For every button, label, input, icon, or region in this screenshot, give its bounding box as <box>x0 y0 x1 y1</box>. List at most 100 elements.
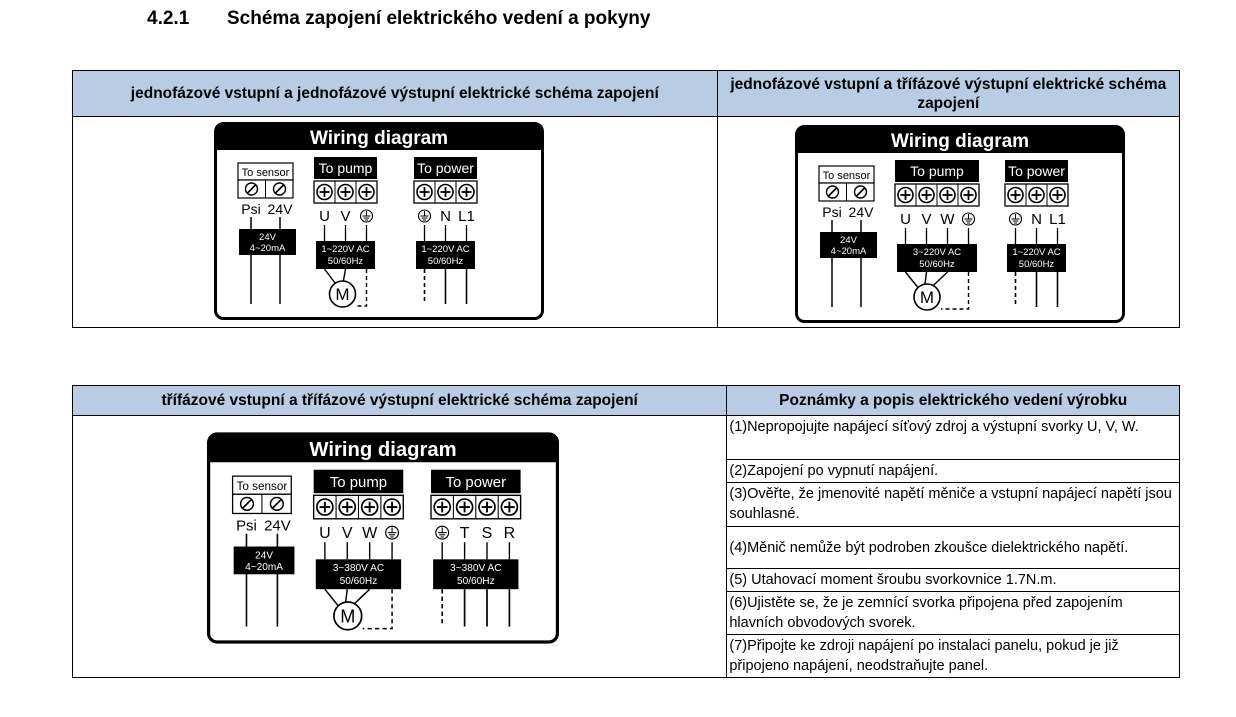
diagram-frame <box>214 122 544 320</box>
pump-label: To pump <box>330 474 387 491</box>
pump-spec-box <box>316 241 375 269</box>
note-5: (5) Utahovací moment šroubu svorkovnice … <box>726 568 1180 592</box>
sensor-spec-box <box>233 546 295 575</box>
terminal-label: W <box>940 211 955 228</box>
terminal-label: N <box>440 208 451 225</box>
terminal-label: L1 <box>458 208 475 225</box>
power-label: To power <box>417 160 474 176</box>
sensor-spec-box <box>239 229 296 255</box>
power-spec-line: 1~220V AC <box>1012 247 1060 258</box>
pump-spec-line: 3~220V AC <box>912 247 960 258</box>
power-label: To power <box>446 474 507 491</box>
power-spec-line: 3~380V AC <box>450 563 502 574</box>
terminal-label: Psi <box>241 201 260 217</box>
motor-icon <box>328 280 357 308</box>
screw-slot <box>246 184 257 194</box>
table1-left-header: jednofázové vstupní a jednofázové výstup… <box>72 70 718 117</box>
power-spec-line: 50/60Hz <box>428 256 464 267</box>
pump-spec-box <box>896 244 977 272</box>
table1-right-header: jednofázové vstupní a třífázové výstupní… <box>716 70 1181 117</box>
power-spec-box <box>433 559 519 590</box>
terminal-label: W <box>362 525 378 542</box>
diagram-title: Wiring diagram <box>309 439 456 461</box>
note-7: (7)Připojte ke zdroji napájení po instal… <box>726 634 1180 678</box>
motor-label: M <box>340 606 355 626</box>
power-label: To power <box>1008 163 1065 179</box>
terminal-label: U <box>319 525 331 542</box>
terminal-label: U <box>319 208 330 225</box>
power-spec-line: 50/60Hz <box>457 576 495 587</box>
wiring-table-2: třífázové vstupní a třífázové výstupní e… <box>71 385 1180 678</box>
pump-header <box>894 160 979 182</box>
note-6: (6)Ujistěte se, že je zemnící svorka při… <box>726 591 1180 635</box>
power-header <box>1004 160 1068 182</box>
sensor-spec-line: 4~20mA <box>250 243 286 254</box>
terminal-label: Psi <box>822 204 841 220</box>
title-bar <box>208 434 558 463</box>
table2-left-header: třífázové vstupní a třífázové výstupní e… <box>71 385 728 416</box>
terminal-label: 24V <box>264 518 291 535</box>
terminal-label: V <box>921 211 931 228</box>
diagram-title: Wiring diagram <box>310 128 448 149</box>
sensor-spec-line: 4~20mA <box>830 246 866 257</box>
wiring-table-1: jednofázové vstupní a jednofázové výstup… <box>72 70 1181 328</box>
ground-icon <box>417 209 432 223</box>
screw-slot <box>242 498 252 509</box>
sensor-spec-line: 24V <box>840 235 858 246</box>
title-bar <box>215 123 543 150</box>
terminal-label: N <box>1031 211 1042 228</box>
power-spec-box <box>1006 244 1066 272</box>
ground-wire <box>356 269 368 307</box>
power-header <box>414 157 477 179</box>
sensor-label: To sensor <box>237 480 288 493</box>
pump-spec-line: 50/60Hz <box>340 576 378 587</box>
power-spec-line: 50/60Hz <box>1018 259 1054 270</box>
power-header <box>431 469 521 494</box>
ground-wire <box>940 272 969 310</box>
note-2: (2)Zapojení po vypnutí napájení. <box>726 459 1180 483</box>
terminal-label: 24V <box>848 204 874 220</box>
motor-label: M <box>335 285 349 304</box>
sensor-spec-line: 24V <box>255 550 273 561</box>
terminal-label: Psi <box>236 518 257 535</box>
section-number: 4.2.1 <box>147 8 190 29</box>
sensor-spec-line: 24V <box>259 232 277 243</box>
wire <box>904 271 920 290</box>
power-spec-box <box>416 241 475 269</box>
pump-spec-line: 3~380V AC <box>333 563 385 574</box>
terminal-label: 24V <box>268 201 294 217</box>
note-3: (3)Ověřte, že jmenovité napětí měniče a … <box>726 482 1180 527</box>
note-4: (4)Měnič nemůže být podroben zkoušce die… <box>726 526 1180 569</box>
motor-icon <box>333 601 363 631</box>
ground-icon <box>359 209 374 223</box>
screw-slot <box>271 498 282 509</box>
ground-wire <box>362 589 393 630</box>
terminal-label: L1 <box>1049 211 1066 228</box>
wire <box>324 588 340 608</box>
motor-icon <box>912 283 941 311</box>
terminal-label: R <box>504 525 516 542</box>
screw-slot <box>827 187 837 197</box>
terminal-label: S <box>482 525 493 542</box>
ground-icon <box>385 525 400 540</box>
screw-slot <box>855 187 865 197</box>
sensor-spec-line: 4~20mA <box>245 562 283 573</box>
note-1: (1)Nepropojujte napájecí síťový zdroj a … <box>726 415 1180 460</box>
sensor-spec-box <box>819 232 877 258</box>
pump-spec-line: 50/60Hz <box>328 256 364 267</box>
table2-right-header: Poznámky a popis elektrického vedení výr… <box>726 385 1180 416</box>
terminal-label: V <box>340 208 350 225</box>
power-spec-line: 1~220V AC <box>421 244 469 255</box>
pump-header <box>313 469 404 494</box>
diagram-title: Wiring diagram <box>891 131 1029 152</box>
screw-slot <box>274 184 285 194</box>
terminal-label: T <box>460 525 470 542</box>
ground-icon <box>1008 212 1022 226</box>
